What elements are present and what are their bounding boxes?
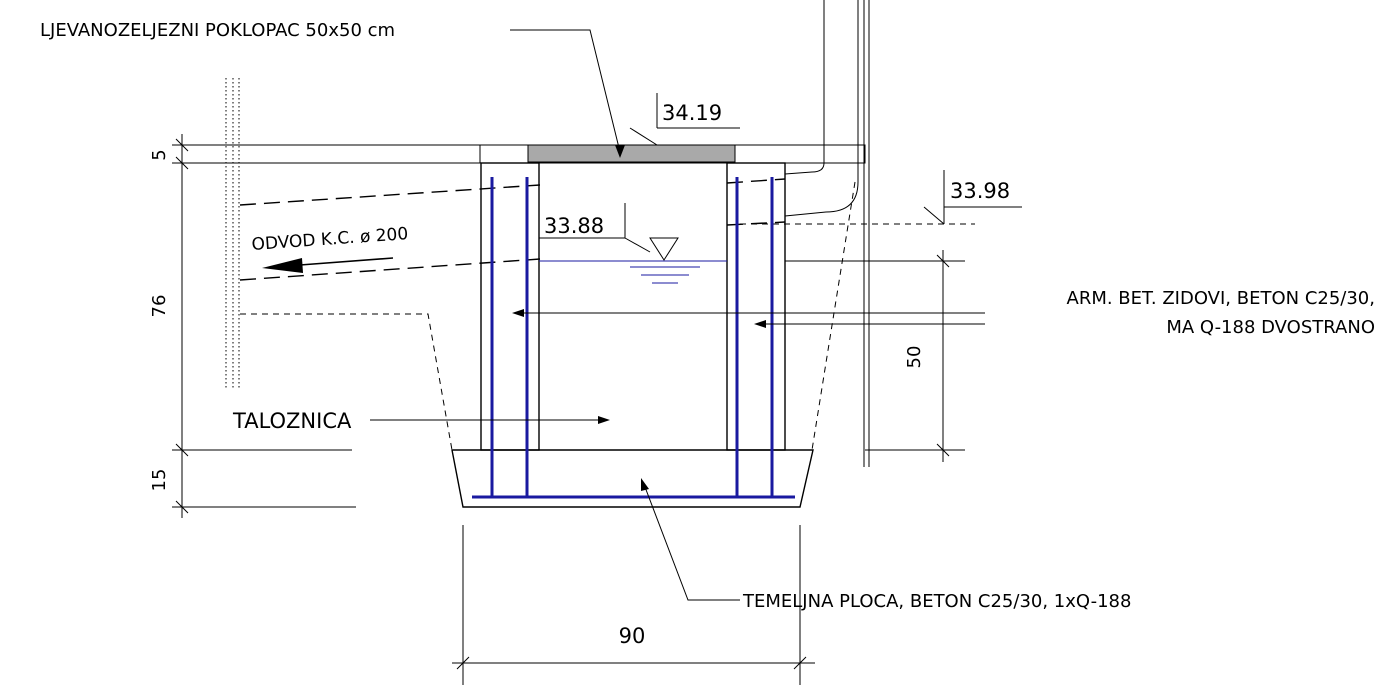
- inlet-pipe: [784, 0, 870, 467]
- left-dimension-chain: [172, 134, 480, 518]
- elevation-marker-ground: [923, 170, 1022, 225]
- reinforcement: [472, 177, 795, 499]
- elevation-marker-water: [539, 203, 651, 253]
- dim-width: 90: [619, 624, 646, 648]
- label-base-slab: TEMELJNA PLOCA, BETON C25/30, 1xQ-188: [742, 591, 1131, 612]
- dimension-width: [452, 525, 815, 685]
- leader-base-slab: [641, 478, 740, 601]
- label-cover: LJEVANOZELJEZNI POKLOPAC 50x50 cm: [40, 20, 395, 41]
- dim-water-depth: 50: [904, 346, 925, 369]
- dashed-grade-lines: [240, 144, 975, 451]
- label-outlet: ODVOD K.C. ø 200: [251, 224, 409, 255]
- chamber-walls: [480, 162, 965, 451]
- water-level-triangle-icon: [649, 237, 679, 261]
- elevation-water: 33.88: [544, 214, 604, 238]
- dim-slab-thickness: 15: [149, 469, 170, 492]
- leader-settler: [370, 416, 610, 424]
- elevation-ground: 33.98: [950, 179, 1010, 203]
- dim-wall-height: 76: [149, 295, 170, 318]
- base-slab: [451, 449, 814, 508]
- leader-cover: [510, 29, 625, 158]
- cast-iron-cover: [527, 144, 736, 163]
- leader-walls: [512, 309, 985, 328]
- outlet-pipe: [239, 178, 786, 281]
- dimension-water-depth: [936, 250, 950, 462]
- label-walls-line1: ARM. BET. ZIDOVI, BETON C25/30,: [1067, 288, 1375, 309]
- dim-cover-thickness: 5: [149, 149, 170, 160]
- water-level: [539, 260, 965, 284]
- label-settler: TALOZNICA: [232, 409, 352, 433]
- elevation-marker-top: [629, 93, 740, 146]
- elevation-top: 34.19: [662, 101, 722, 125]
- label-walls-line2: MA Q-188 DVOSTRANO: [1166, 317, 1375, 338]
- reference-dotted-lines: [225, 78, 240, 388]
